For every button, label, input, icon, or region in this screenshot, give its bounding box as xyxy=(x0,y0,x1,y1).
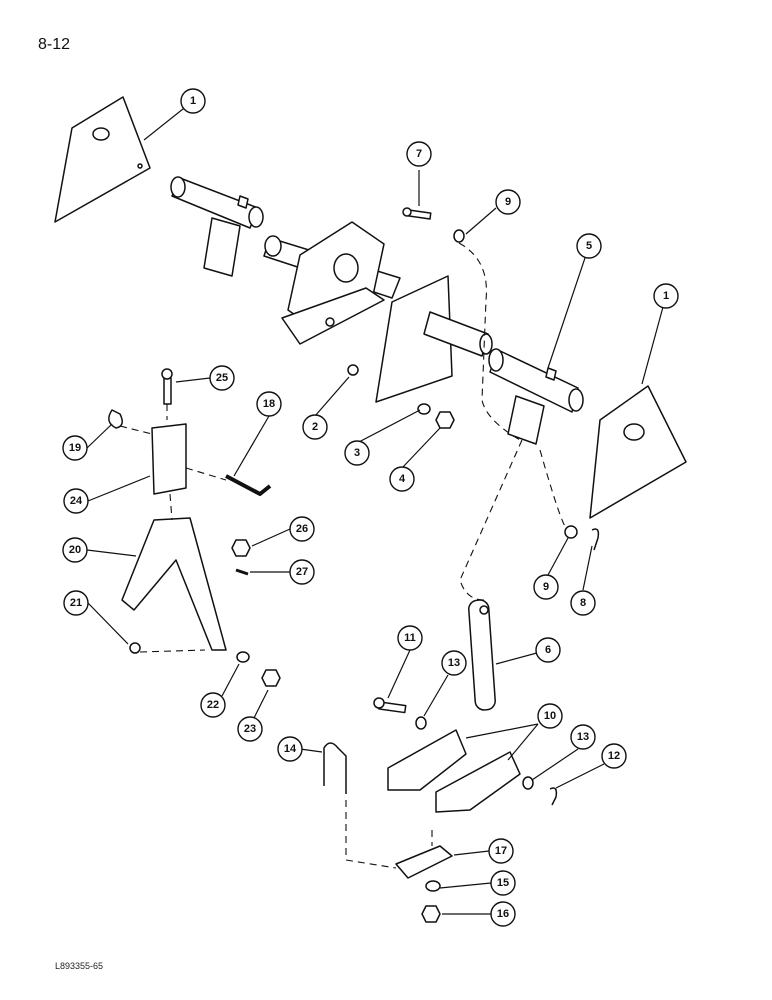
callout-24: 24 xyxy=(63,488,89,514)
callout-13b: 13 xyxy=(570,724,596,750)
figure-code: L893355-65 xyxy=(55,961,104,971)
side-plate-right xyxy=(589,385,687,519)
svg-text:9: 9 xyxy=(505,196,511,208)
callout-9b: 9 xyxy=(533,574,559,600)
svg-text:13: 13 xyxy=(577,731,589,743)
callout-25: 25 xyxy=(209,365,235,391)
callout-27: 27 xyxy=(289,559,315,585)
callout-4: 4 xyxy=(389,466,415,492)
svg-text:4: 4 xyxy=(399,473,406,485)
callout-26: 26 xyxy=(289,516,315,542)
svg-text:21: 21 xyxy=(70,597,82,609)
callout-13a: 13 xyxy=(441,650,467,676)
callout-19: 19 xyxy=(62,435,88,461)
svg-text:3: 3 xyxy=(354,447,360,459)
callout-8: 8 xyxy=(570,590,596,616)
callout-18: 18 xyxy=(256,391,282,417)
callout-10: 10 xyxy=(537,703,563,729)
callout-7: 7 xyxy=(406,141,432,167)
callout-1a: 1 xyxy=(180,88,206,114)
svg-text:7: 7 xyxy=(416,148,422,160)
pivot-tube-right xyxy=(488,348,584,445)
svg-text:26: 26 xyxy=(296,523,308,535)
svg-text:1: 1 xyxy=(663,290,669,302)
callout-17: 17 xyxy=(488,838,514,864)
svg-text:14: 14 xyxy=(284,743,297,755)
svg-text:17: 17 xyxy=(495,845,507,857)
callout-11: 11 xyxy=(397,625,423,651)
callout-23: 23 xyxy=(237,716,263,742)
svg-text:24: 24 xyxy=(70,495,83,507)
svg-text:1: 1 xyxy=(190,95,196,107)
center-frame-assembly xyxy=(263,221,493,403)
callout-14: 14 xyxy=(277,736,303,762)
svg-text:13: 13 xyxy=(448,657,460,669)
svg-text:19: 19 xyxy=(69,442,81,454)
svg-text:25: 25 xyxy=(216,372,228,384)
page-number: 8-12 xyxy=(38,36,71,53)
hardware-group xyxy=(108,207,600,923)
callout-22: 22 xyxy=(200,692,226,718)
svg-text:27: 27 xyxy=(296,566,308,578)
svg-text:20: 20 xyxy=(69,544,81,556)
svg-text:12: 12 xyxy=(608,750,620,762)
svg-text:8: 8 xyxy=(580,597,586,609)
pivot-tube-left xyxy=(170,176,264,277)
callout-2: 2 xyxy=(302,414,328,440)
svg-text:18: 18 xyxy=(263,398,275,410)
svg-text:5: 5 xyxy=(586,240,592,252)
side-plate-left xyxy=(54,96,151,223)
callout-20: 20 xyxy=(62,537,88,563)
svg-text:15: 15 xyxy=(497,877,509,889)
svg-text:2: 2 xyxy=(312,421,318,433)
callout-15: 15 xyxy=(490,870,516,896)
callout-6: 6 xyxy=(535,637,561,663)
svg-text:22: 22 xyxy=(207,699,219,711)
callout-16: 16 xyxy=(490,901,516,927)
svg-text:6: 6 xyxy=(545,644,551,656)
svg-text:16: 16 xyxy=(497,908,509,920)
callout-3: 3 xyxy=(344,440,370,466)
callout-1b: 1 xyxy=(653,283,679,309)
callout-12: 12 xyxy=(601,743,627,769)
callout-21: 21 xyxy=(63,590,89,616)
svg-text:10: 10 xyxy=(544,710,556,722)
svg-text:9: 9 xyxy=(543,581,549,593)
svg-text:11: 11 xyxy=(404,632,416,644)
callout-5: 5 xyxy=(576,233,602,259)
leader-lines xyxy=(86,100,667,915)
callout-9a: 9 xyxy=(495,189,521,215)
assembly-dash-lines xyxy=(119,242,567,869)
svg-text:23: 23 xyxy=(244,723,256,735)
